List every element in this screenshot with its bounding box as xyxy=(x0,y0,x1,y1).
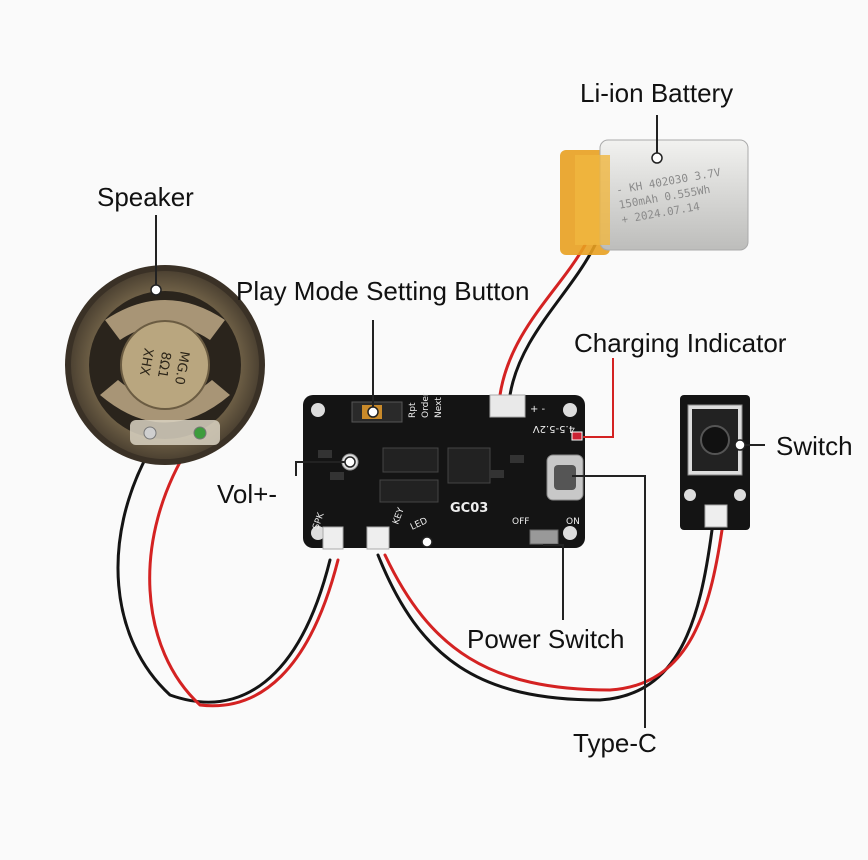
label-charging-indicator: Charging Indicator xyxy=(574,328,787,358)
battery-wire-black xyxy=(508,243,597,397)
label-speaker: Speaker xyxy=(97,182,194,212)
label-type-c: Type-C xyxy=(573,728,657,758)
speaker-cap-line3: XHX xyxy=(136,347,156,377)
speaker-cap-line1: MG.0 xyxy=(171,350,192,386)
label-switch: Switch xyxy=(776,431,853,461)
switch-wire-red xyxy=(383,528,724,692)
board-model: GC03 xyxy=(450,501,488,516)
switch-module xyxy=(680,395,750,530)
mode-opt-next: Next xyxy=(434,397,444,418)
main-board: Rpt Order Next + - 4.5-5.2V GC03 SPK xyxy=(303,392,585,550)
switch-wire-black xyxy=(376,528,714,702)
label-power-switch: Power Switch xyxy=(467,624,625,654)
voltage-label: 4.5-5.2V xyxy=(533,423,575,434)
on-label: ON xyxy=(566,517,580,527)
wires xyxy=(116,243,724,708)
label-vol: Vol+- xyxy=(217,479,277,509)
speaker-wire-red xyxy=(148,443,340,708)
speaker-wire-black xyxy=(116,448,332,704)
battery-connector-label: + - xyxy=(530,404,546,415)
leader-lines xyxy=(155,115,765,728)
leader-dots xyxy=(150,152,746,548)
battery: - KH 402030 3.7V 150mAh 0.555Wh + 2024.0… xyxy=(560,139,749,255)
off-label: OFF xyxy=(512,517,529,527)
speaker: MG.0 8Ω1 XHX xyxy=(65,265,265,465)
speaker-cap-line2: 8Ω1 xyxy=(154,350,173,379)
mode-opt-order: Order xyxy=(421,392,431,418)
mode-opt-rpt: Rpt xyxy=(408,402,418,418)
label-li-ion-battery: Li-ion Battery xyxy=(580,78,734,108)
label-play-mode-button: Play Mode Setting Button xyxy=(236,276,530,306)
battery-wire-red xyxy=(498,243,587,397)
